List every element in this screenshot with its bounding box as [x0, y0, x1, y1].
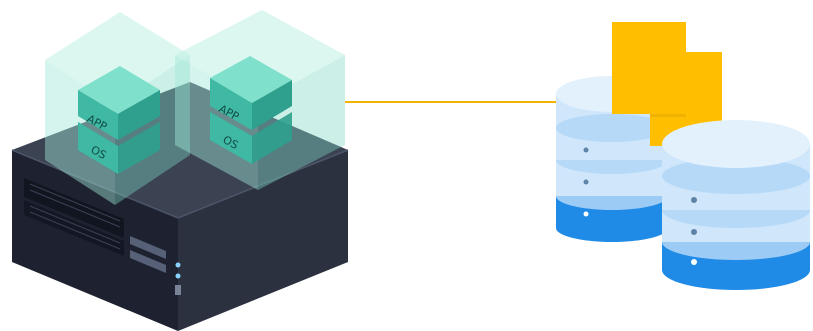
power-switch — [175, 285, 181, 295]
server-right-face — [178, 150, 348, 331]
server-grille — [24, 178, 124, 256]
database-back — [556, 76, 668, 242]
vm-block: APP OS — [45, 12, 190, 205]
vm-block: APP OS — [175, 10, 345, 190]
database-front — [662, 120, 810, 290]
server-icon: APP OS APP OS — [11, 10, 349, 331]
database-icon — [556, 22, 810, 290]
status-light — [175, 262, 181, 268]
server-ports — [130, 236, 166, 273]
vm-os-label: OS — [89, 143, 109, 162]
status-light — [175, 273, 181, 279]
vm-os-label: OS — [221, 133, 241, 152]
